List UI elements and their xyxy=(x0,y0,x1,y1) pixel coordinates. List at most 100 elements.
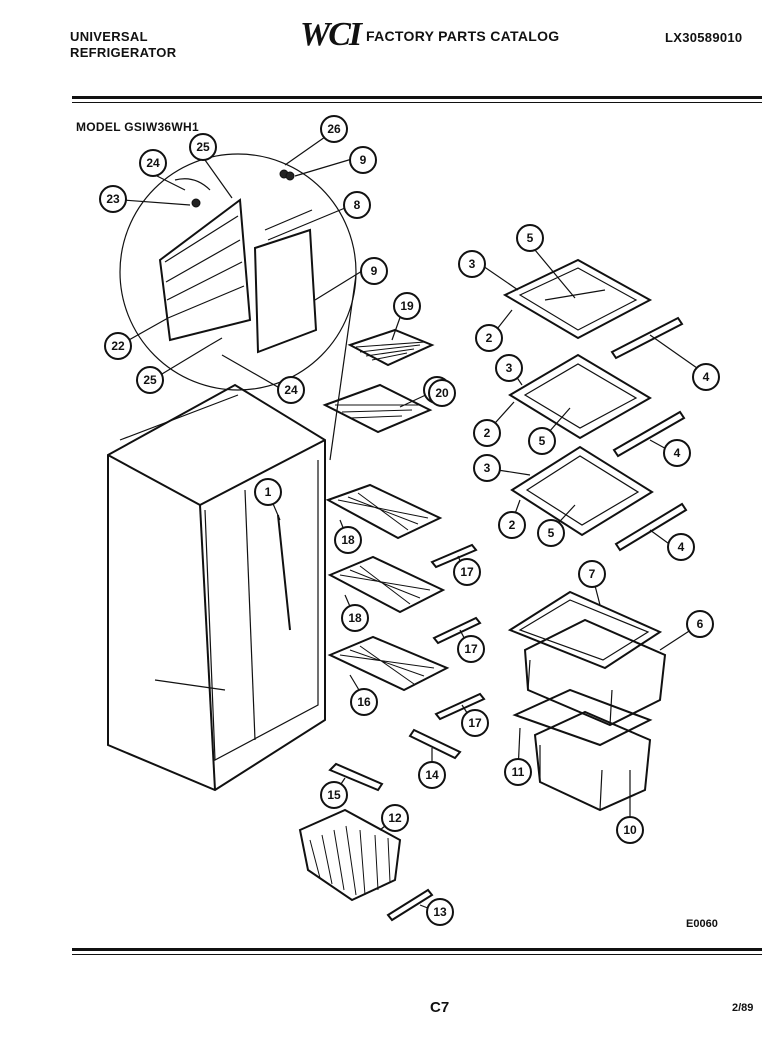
refrigerator-cabinet xyxy=(107,383,326,792)
svg-text:12: 12 xyxy=(388,811,402,825)
svg-text:5: 5 xyxy=(539,434,546,448)
callout-17c: 17 xyxy=(461,709,489,737)
revision-date: 2/89 xyxy=(732,1002,754,1014)
callout-13: 13 xyxy=(426,898,454,926)
crisper-drawers xyxy=(507,590,667,812)
freezer-basket xyxy=(298,808,402,902)
svg-text:15: 15 xyxy=(327,788,341,802)
callout-2: 2 xyxy=(475,324,503,352)
svg-text:22: 22 xyxy=(111,339,125,353)
page-number: C7 xyxy=(430,999,450,1016)
detail-magnifier xyxy=(119,153,357,461)
svg-text:7: 7 xyxy=(589,567,596,581)
svg-text:4: 4 xyxy=(703,370,710,384)
svg-text:18: 18 xyxy=(348,611,362,625)
svg-text:14: 14 xyxy=(425,768,439,782)
svg-text:17: 17 xyxy=(468,716,482,730)
callout-20: 20 xyxy=(428,379,456,407)
callout-11: 11 xyxy=(504,758,532,786)
leader-lines xyxy=(119,136,701,913)
callout-25b: 25 xyxy=(136,366,164,394)
brand-line-2: REFRIGERATOR xyxy=(70,45,177,60)
svg-text:9: 9 xyxy=(371,264,378,278)
callout-4c: 4 xyxy=(667,533,695,561)
svg-text:18: 18 xyxy=(341,533,355,547)
callout-8: 8 xyxy=(343,191,371,219)
freezer-shelves xyxy=(322,328,435,434)
catalog-code: LX30589010 xyxy=(665,30,743,45)
header-rule-thin xyxy=(72,102,762,103)
part-callouts: 26 24 25 9 23 8 9 19 21 22 25 24 20 5 3 … xyxy=(99,115,720,926)
model-label: MODEL GSIW36WH1 xyxy=(76,120,199,134)
shelf-trims xyxy=(328,543,486,922)
svg-text:3: 3 xyxy=(506,361,513,375)
svg-text:5: 5 xyxy=(527,231,534,245)
footer-rule xyxy=(72,948,762,951)
svg-text:23: 23 xyxy=(106,192,120,206)
callout-1: 1 xyxy=(254,478,282,506)
freezer-wire-shelves xyxy=(325,483,450,692)
door-liner-panel xyxy=(158,169,318,354)
svg-text:13: 13 xyxy=(433,905,447,919)
callout-24b: 24 xyxy=(277,376,305,404)
callout-24: 24 xyxy=(139,149,167,177)
callout-7: 7 xyxy=(578,560,606,588)
callout-18b: 18 xyxy=(341,604,369,632)
callout-3: 3 xyxy=(458,250,486,278)
brand-line-1: UNIVERSAL xyxy=(70,29,148,44)
svg-text:6: 6 xyxy=(697,617,704,631)
svg-text:20: 20 xyxy=(435,386,449,400)
svg-text:17: 17 xyxy=(464,642,478,656)
callout-17b: 17 xyxy=(457,635,485,663)
callout-3b: 3 xyxy=(495,354,523,382)
svg-text:2: 2 xyxy=(486,331,493,345)
callout-25: 25 xyxy=(189,133,217,161)
callout-22: 22 xyxy=(104,332,132,360)
callout-5b: 5 xyxy=(528,427,556,455)
svg-text:9: 9 xyxy=(360,153,367,167)
callout-19: 19 xyxy=(393,292,421,320)
callout-3c: 3 xyxy=(473,454,501,482)
callout-4: 4 xyxy=(692,363,720,391)
svg-text:4: 4 xyxy=(674,446,681,460)
callout-23: 23 xyxy=(99,185,127,213)
catalog-brand: UNIVERSAL REFRIGERATOR xyxy=(70,29,176,61)
svg-text:16: 16 xyxy=(357,695,371,709)
svg-text:4: 4 xyxy=(678,540,685,554)
svg-text:10: 10 xyxy=(623,823,637,837)
callout-5c: 5 xyxy=(537,519,565,547)
callout-6: 6 xyxy=(686,610,714,638)
callout-9b: 9 xyxy=(360,257,388,285)
svg-text:11: 11 xyxy=(512,765,525,779)
svg-text:25: 25 xyxy=(196,140,210,154)
callout-2b: 2 xyxy=(473,419,501,447)
callout-26: 26 xyxy=(320,115,348,143)
glass-shelves xyxy=(502,258,688,552)
svg-text:24: 24 xyxy=(146,156,160,170)
callout-9: 9 xyxy=(349,146,377,174)
svg-text:3: 3 xyxy=(484,461,491,475)
callout-17: 17 xyxy=(453,558,481,586)
svg-text:5: 5 xyxy=(548,526,555,540)
callout-15: 15 xyxy=(320,781,348,809)
catalog-title: FACTORY PARTS CATALOG xyxy=(366,28,560,44)
callout-18: 18 xyxy=(334,526,362,554)
callout-5: 5 xyxy=(516,224,544,252)
svg-text:1: 1 xyxy=(265,485,272,499)
callout-14: 14 xyxy=(418,761,446,789)
svg-text:19: 19 xyxy=(400,299,414,313)
callout-12: 12 xyxy=(381,804,409,832)
callout-16: 16 xyxy=(350,688,378,716)
svg-text:26: 26 xyxy=(327,122,341,136)
svg-text:24: 24 xyxy=(284,383,298,397)
svg-text:8: 8 xyxy=(354,198,361,212)
header-rule xyxy=(72,96,762,99)
svg-text:3: 3 xyxy=(469,257,476,271)
svg-text:17: 17 xyxy=(460,565,474,579)
callout-10: 10 xyxy=(616,816,644,844)
svg-text:25: 25 xyxy=(143,373,157,387)
footer-rule-thin xyxy=(72,954,762,955)
svg-text:2: 2 xyxy=(509,518,516,532)
callout-2c: 2 xyxy=(498,511,526,539)
